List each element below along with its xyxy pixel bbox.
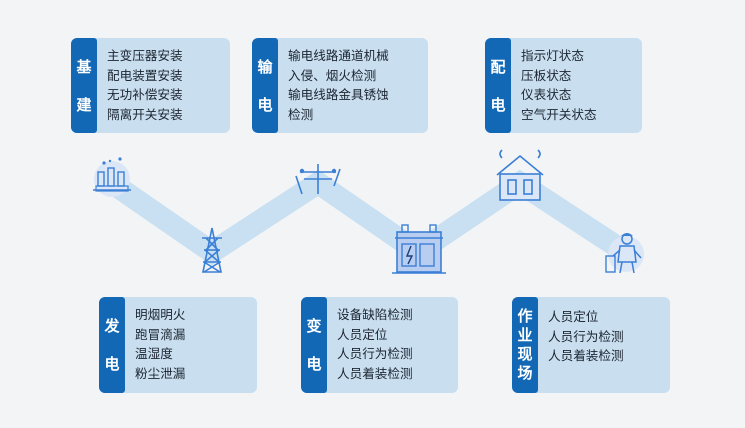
distribution-house-icon	[496, 149, 544, 201]
list-item: 配电装置安装	[107, 67, 183, 83]
list-item: 指示灯状态	[521, 48, 584, 63]
list-item: 主变压器安装	[107, 48, 183, 63]
card-biandian: 变 电 设备缺陷检测 人员定位 人员行为检测 人员着装检测	[301, 297, 458, 393]
list-item: 明烟明火	[135, 307, 186, 322]
list-item: 无功补偿安装	[107, 87, 183, 102]
list-item: 人员行为检测	[548, 328, 624, 344]
utility-pole-icon	[295, 164, 341, 195]
card-items: 设备缺陷检测 人员定位 人员行为检测 人员着装检测	[327, 297, 423, 393]
card-shudian: 输 电 输电线路通道机械 入侵、烟火检测 输电线路金具锈蚀 检测	[252, 38, 428, 133]
list-item: 跑冒滴漏	[135, 326, 186, 342]
list-item: 设备缺陷检测	[337, 307, 413, 322]
card-items: 主变压器安装 配电装置安装 无功补偿安装 隔离开关安装	[97, 38, 193, 133]
transmission-tower-icon	[202, 227, 222, 273]
list-item: 压板状态	[521, 67, 572, 83]
card-tag: 输 电	[252, 38, 278, 133]
card-tag: 发 电	[99, 297, 125, 393]
card-tag: 配 电	[485, 38, 511, 133]
list-item: 人员行为检测	[337, 346, 413, 361]
list-item: 粉尘泄漏	[135, 365, 186, 381]
power-plant-icon	[93, 157, 131, 197]
list-item: 人员定位	[337, 326, 388, 342]
list-item: 检测	[288, 106, 314, 122]
list-item: 人员着装检测	[548, 348, 624, 363]
list-item: 隔离开关安装	[107, 106, 183, 122]
list-item: 空气开关状态	[521, 106, 597, 122]
card-zuoye: 作 业 现 场 人员定位 人员行为检测 人员着装检测	[512, 297, 670, 393]
card-items: 输电线路通道机械 入侵、烟火检测 输电线路金具锈蚀 检测	[278, 38, 399, 133]
card-items: 人员定位 人员行为检测 人员着装检测	[538, 297, 634, 393]
worker-icon	[605, 233, 644, 274]
card-tag: 作 业 现 场	[512, 297, 538, 393]
list-item: 温湿度	[135, 346, 173, 361]
flow-path	[101, 169, 636, 266]
list-item: 输电线路通道机械	[288, 48, 389, 63]
list-item: 人员定位	[548, 309, 599, 324]
card-jijian: 基 建 主变压器安装 配电装置安装 无功补偿安装 隔离开关安装	[71, 38, 230, 133]
card-tag: 变 电	[301, 297, 327, 393]
list-item: 人员着装检测	[337, 365, 413, 381]
card-fadian: 发 电 明烟明火 跑冒滴漏 温湿度 粉尘泄漏	[99, 297, 257, 393]
list-item: 输电线路金具锈蚀	[288, 87, 389, 102]
list-item: 入侵、烟火检测	[288, 67, 377, 83]
transformer-icon	[392, 224, 446, 274]
card-items: 指示灯状态 压板状态 仪表状态 空气开关状态	[511, 38, 607, 133]
card-peidian: 配 电 指示灯状态 压板状态 仪表状态 空气开关状态	[485, 38, 642, 133]
card-tag: 基 建	[71, 38, 97, 133]
list-item: 仪表状态	[521, 87, 572, 102]
card-items: 明烟明火 跑冒滴漏 温湿度 粉尘泄漏	[125, 297, 195, 393]
